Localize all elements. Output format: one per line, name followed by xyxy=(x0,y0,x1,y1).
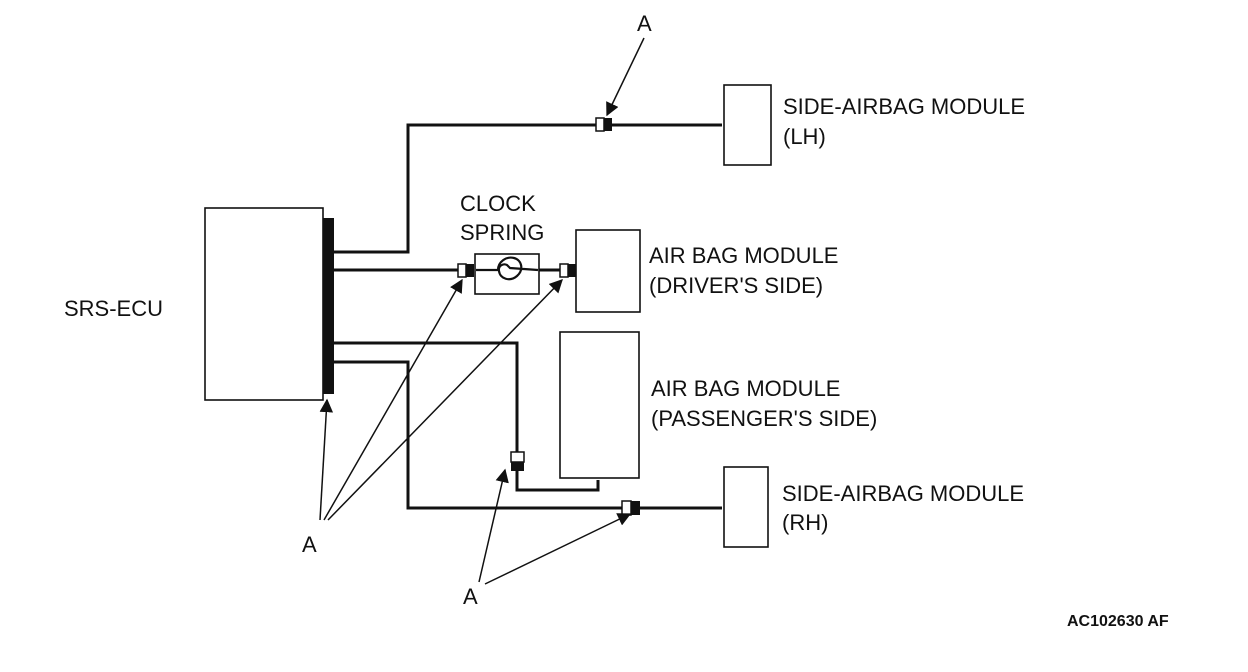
connector-driver-module xyxy=(559,263,576,278)
leader-arrow-clock-spring xyxy=(323,278,463,521)
clock-spring-label: CLOCK xyxy=(460,191,536,216)
srs-ecu-label: SRS-ECU xyxy=(64,296,163,321)
connector-clock-spring-input xyxy=(457,263,474,278)
side-airbag-module-rh xyxy=(723,466,769,548)
side-airbag-module-lh xyxy=(723,84,772,166)
driver-module-sublabel: (DRIVER'S SIDE) xyxy=(649,273,823,298)
leader-arrow-passenger-connector xyxy=(478,468,509,583)
wire-side-rh xyxy=(334,360,622,510)
clock-spring xyxy=(474,253,540,295)
connector-side-lh xyxy=(595,117,612,132)
figure-code: AC102630 AF xyxy=(1067,613,1169,630)
side-airbag-lh-label: SIDE-AIRBAG MODULE xyxy=(783,94,1025,119)
connector-side-rh xyxy=(621,500,640,516)
clock-spring-body xyxy=(474,253,540,295)
side-airbag-lh-sublabel: (LH) xyxy=(783,124,826,149)
wire-passenger xyxy=(334,341,519,455)
wire-passenger-module xyxy=(515,470,600,492)
driver-module-label: AIR BAG MODULE xyxy=(649,243,838,268)
srs-ecu-body xyxy=(204,207,324,401)
side-airbag-rh-sublabel: (RH) xyxy=(782,510,828,535)
passenger-module-sublabel: (PASSENGER'S SIDE) xyxy=(651,406,877,431)
side-airbag-rh-label: SIDE-AIRBAG MODULE xyxy=(782,481,1024,506)
clock-spring-sublabel: SPRING xyxy=(460,220,544,245)
clock-spring-coil-icon xyxy=(476,256,539,281)
leader-arrow-side-rh xyxy=(484,513,632,585)
wire-side-lh xyxy=(334,123,722,254)
connector-passenger-module xyxy=(510,451,525,471)
leader-arrow-ecu-connector xyxy=(319,398,334,521)
srs-ecu xyxy=(204,207,334,401)
air-bag-module-driver xyxy=(575,229,641,313)
passenger-module-label: AIR BAG MODULE xyxy=(651,376,840,401)
leader-arrow-driver-connector xyxy=(327,279,563,521)
leader-arrow-side-lh xyxy=(606,37,645,117)
srs-ecu-connector xyxy=(323,218,334,394)
connector-label-a-top: A xyxy=(637,11,652,36)
connector-label-a-left: A xyxy=(302,532,317,557)
air-bag-module-passenger xyxy=(559,331,640,479)
connector-label-a-bottom: A xyxy=(463,584,478,609)
